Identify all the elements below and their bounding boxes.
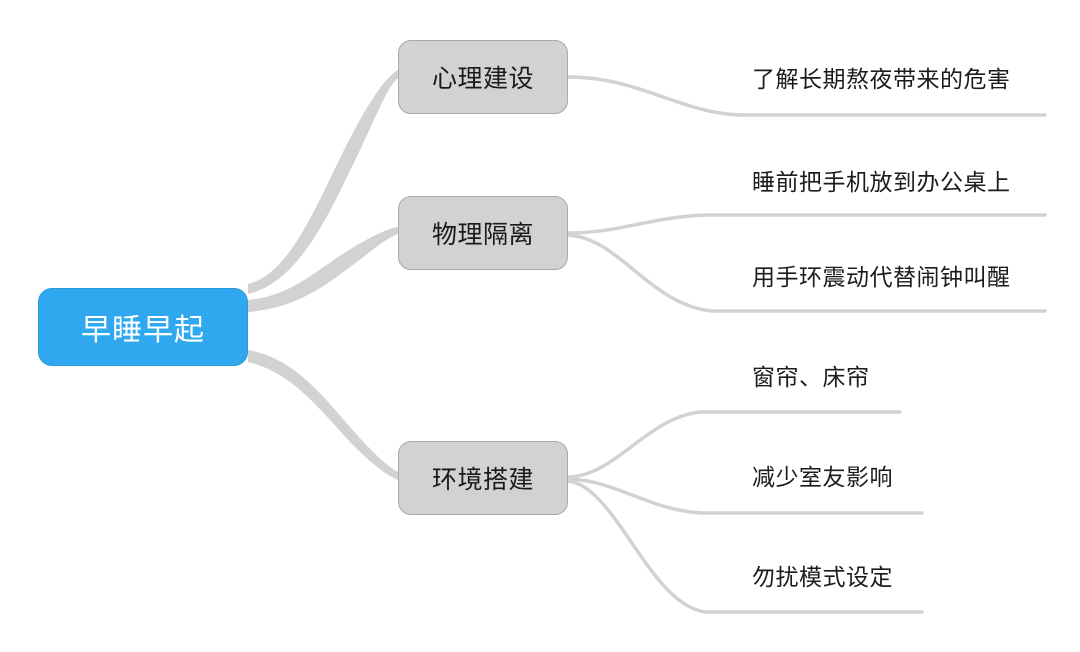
connector-root-to-branch-2 — [248, 227, 398, 312]
branch-node-1[interactable]: 心理建设 — [398, 40, 568, 114]
connector-root-to-branch-3 — [248, 350, 398, 480]
root-node-label: 早睡早起 — [81, 314, 205, 347]
leaf-node-1[interactable]: 了解长期熬夜带来的危害 — [752, 66, 1011, 92]
branch-node-1-label: 心理建设 — [431, 65, 534, 93]
branch-node-3-label: 环境搭建 — [431, 466, 534, 494]
leaf-node-2[interactable]: 睡前把手机放到办公桌上 — [752, 169, 1011, 195]
connector-root-to-branch-1 — [248, 70, 398, 294]
leaf-node-6[interactable]: 勿扰模式设定 — [752, 564, 893, 590]
root-node[interactable]: 早睡早起 — [38, 288, 248, 366]
leaf-node-5[interactable]: 减少室友影响 — [752, 464, 893, 490]
connector-branch-3-to-leaf-6 — [566, 479, 924, 614]
branch-node-2[interactable]: 物理隔离 — [398, 196, 568, 270]
branch-node-3[interactable]: 环境搭建 — [398, 441, 568, 515]
connector-branch-2-to-leaf-2 — [566, 213, 1047, 235]
branch-node-2-label: 物理隔离 — [431, 221, 534, 249]
leaf-node-4[interactable]: 窗帘、床帘 — [752, 364, 870, 390]
leaf-node-3[interactable]: 用手环震动代替闹钟叫醒 — [752, 264, 1011, 290]
